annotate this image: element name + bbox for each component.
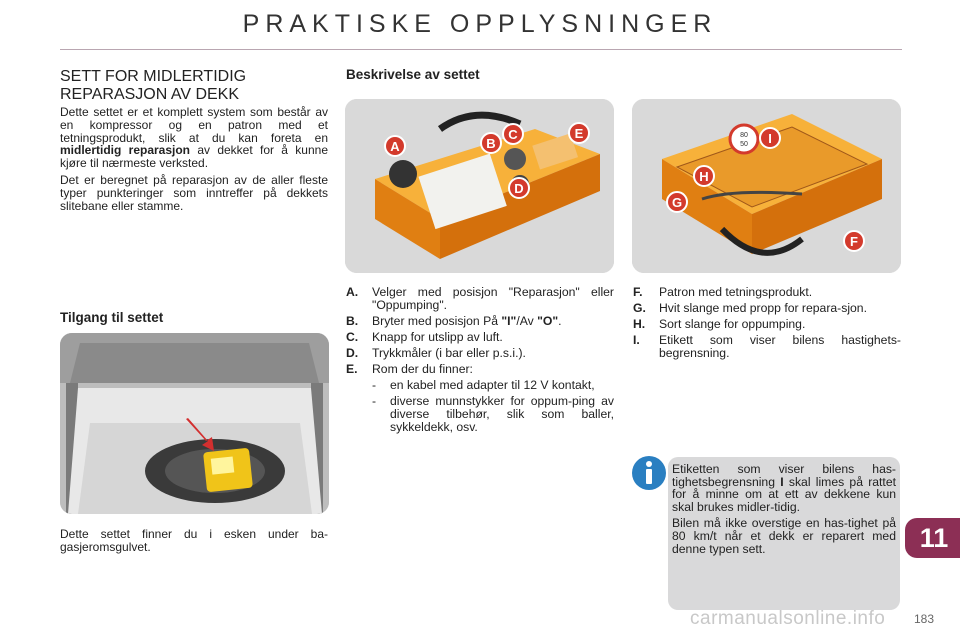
callout-a-icon: A bbox=[384, 135, 406, 157]
list-item: C. Knapp for utslipp av luft. bbox=[346, 331, 614, 344]
list-item: H. Sort slange for oppumping. bbox=[633, 318, 901, 331]
callout-c-icon: C bbox=[502, 123, 524, 145]
intro-paragraph-2: Det er beregnet på reparasjon av de alle… bbox=[60, 172, 328, 213]
info-text-part: skal limes på rattet for å minne om at e… bbox=[672, 474, 896, 514]
access-text: Dette settet finner du i esken under ba-… bbox=[60, 527, 328, 554]
callout-g-icon: G bbox=[666, 191, 688, 213]
info-icon bbox=[632, 456, 666, 490]
callout-c-label: C bbox=[508, 127, 518, 142]
speed-sign-top: 80 bbox=[740, 132, 748, 139]
callout-h-label: H bbox=[699, 169, 708, 184]
callout-e-icon: E bbox=[568, 122, 590, 144]
list-emphasis: "I" bbox=[501, 314, 517, 328]
list-text: Etikett som viser bilens hastighets-begr… bbox=[659, 333, 901, 360]
callout-f-label: F bbox=[850, 234, 858, 249]
info-text-part: Etiketten som viser bilens has-tighetsbe… bbox=[672, 462, 896, 489]
speed-sign-bottom: 50 bbox=[740, 141, 748, 148]
list-text: Hvit slange med propp for repara-sjon. bbox=[659, 301, 867, 315]
list-key: B. bbox=[346, 314, 359, 328]
list-item: D. Trykkmåler (i bar eller p.s.i.). bbox=[346, 347, 614, 360]
intro-text-part: Dette settet er et komplett system som b… bbox=[60, 105, 328, 145]
info-paragraph-1: Etiketten som viser bilens has-tighetsbe… bbox=[672, 463, 896, 513]
list-key: E. bbox=[346, 362, 358, 376]
header-divider bbox=[60, 49, 902, 50]
callout-i-icon: I bbox=[759, 127, 781, 149]
list-text: . bbox=[558, 314, 562, 328]
list-key: I. bbox=[633, 333, 640, 347]
list-text: Knapp for utslipp av luft. bbox=[372, 330, 503, 344]
access-heading: Tilgang til settet bbox=[60, 310, 164, 325]
callout-a-label: A bbox=[390, 139, 400, 154]
list-dash: - bbox=[372, 378, 377, 392]
list-text: Patron med tetningsprodukt. bbox=[659, 285, 813, 299]
page-number: 183 bbox=[914, 612, 935, 626]
component-list-left: A. Velger med posisjon "Reparasjon" eller… bbox=[346, 286, 614, 437]
callout-d-icon: D bbox=[508, 177, 530, 199]
list-item: A. Velger med posisjon "Reparasjon" eller… bbox=[346, 286, 614, 312]
list-key: D. bbox=[346, 346, 359, 360]
callout-g-label: G bbox=[672, 195, 682, 210]
callout-h-icon: H bbox=[693, 165, 715, 187]
watermark: carmanualsonline.info bbox=[690, 608, 886, 629]
callout-e-label: E bbox=[575, 126, 584, 141]
list-text: en kabel med adapter til 12 V kontakt, bbox=[390, 378, 595, 392]
list-emphasis: "O" bbox=[537, 314, 559, 328]
description-heading: Beskrivelse av settet bbox=[346, 67, 480, 82]
callout-b-label: B bbox=[486, 136, 495, 151]
list-text: /Av bbox=[516, 314, 538, 328]
list-item: I. Etikett som viser bilens hastighets-be… bbox=[633, 334, 901, 360]
sub-list-item: -en kabel med adapter til 12 V kontakt, bbox=[346, 379, 614, 392]
callout-d-label: D bbox=[514, 181, 523, 196]
list-key: C. bbox=[346, 330, 359, 344]
list-item: E. Rom der du finner: bbox=[346, 363, 614, 376]
list-key: A. bbox=[346, 285, 359, 299]
component-list-right: F. Patron med tetningsprodukt. G. Hvit sla… bbox=[633, 286, 901, 363]
list-item: G. Hvit slange med propp for repara-sjon. bbox=[633, 302, 901, 315]
info-paragraph-2: Bilen må ikke overstige en has-tighet på… bbox=[672, 516, 896, 556]
trunk-photo bbox=[60, 333, 329, 514]
sub-list-item: -diverse munnstykker for oppum-ping av d… bbox=[346, 395, 614, 434]
page-title: PRAKTISKE OPPLYSNINGER bbox=[242, 10, 718, 38]
list-dash: - bbox=[372, 394, 377, 408]
list-key: G. bbox=[633, 301, 646, 315]
list-key: F. bbox=[633, 285, 643, 299]
callout-i-label: I bbox=[768, 131, 772, 146]
intro-paragraph-1: Dette settet er et komplett system som b… bbox=[60, 106, 328, 170]
info-box bbox=[668, 457, 900, 610]
list-item: F. Patron med tetningsprodukt. bbox=[633, 286, 901, 299]
section-heading: SETT FOR MIDLERTIDIG REPARASJON AV DEKK bbox=[60, 68, 247, 103]
list-item: B. Bryter med posisjon På "I"/Av "O". bbox=[346, 315, 614, 328]
list-text: Rom der du finner: bbox=[372, 362, 473, 376]
callout-b-icon: B bbox=[480, 132, 502, 154]
intro-text: Dette settet er et komplett system som b… bbox=[60, 106, 328, 216]
info-text: Etiketten som viser bilens has-tighetsbe… bbox=[672, 463, 896, 559]
list-text: diverse munnstykker for oppum-ping av di… bbox=[390, 394, 614, 434]
list-text: Bryter med posisjon På bbox=[372, 314, 502, 328]
intro-emphasis: midlertidig reparasjon bbox=[60, 143, 191, 158]
list-text: Trykkmåler (i bar eller p.s.i.). bbox=[372, 346, 526, 360]
list-text: Sort slange for oppumping. bbox=[659, 317, 806, 331]
kit-photo-back: 80 50 I H G F bbox=[632, 99, 901, 273]
list-key: H. bbox=[633, 317, 646, 331]
info-emphasis: I bbox=[780, 474, 784, 489]
speed-sign-icon bbox=[728, 123, 760, 155]
intro-text-part: av dekket for å kunne kjøre til nærmeste… bbox=[60, 143, 328, 171]
chapter-tab[interactable]: 11 bbox=[905, 518, 960, 558]
callout-f-icon: F bbox=[843, 230, 865, 252]
list-text: Velger med posisjon "Reparasjon" eller "… bbox=[372, 285, 614, 312]
kit-photo-front: A B C D E bbox=[345, 99, 614, 273]
